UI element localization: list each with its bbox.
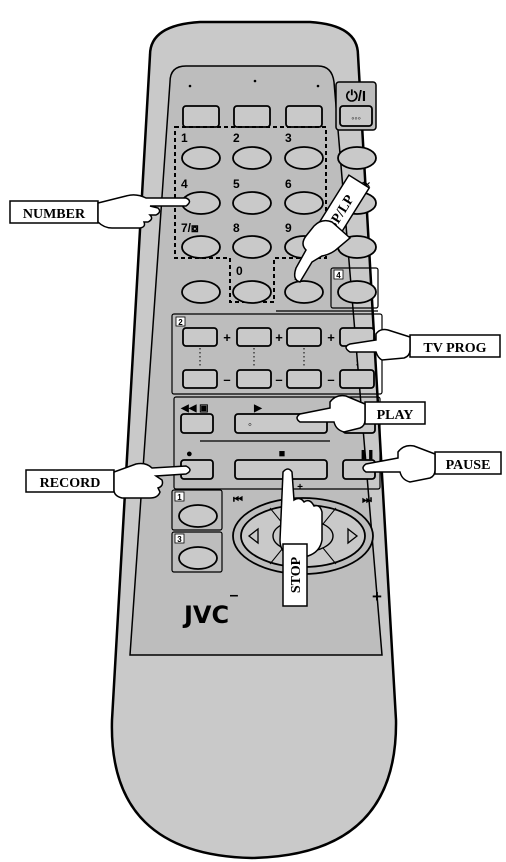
play-dot: ◦ [248,419,252,431]
plus-sign: + [223,330,231,345]
pause-symbol: ❚❚ [359,449,374,460]
digit-3-label: 3 [285,131,292,145]
power-label: ⏻/I [346,88,366,105]
indicator-dot [253,79,257,83]
pointing-hand-icon [113,462,191,499]
digit-1-label: 1 [181,131,188,145]
callout-number-label: NUMBER [23,207,86,222]
stop-button[interactable] [234,459,328,480]
section-4-marker-box [333,269,344,280]
digit-8-label: 8 [233,221,240,235]
digit-6-label: 6 [285,177,292,191]
section-4-box [330,267,379,309]
digit-2-label: 2 [233,131,240,145]
pointing-hand-icon [345,328,411,361]
section-4-button[interactable] [337,280,377,304]
plus-sign: + [327,330,335,345]
joystick-left-arrow-icon [247,527,259,545]
joystick-plus: + [297,482,303,493]
section-3-button[interactable] [178,546,218,570]
callout-stop-label: STOP [289,556,304,593]
side-button-1[interactable] [337,146,377,170]
big-plus: + [372,587,382,606]
big-minus: – [230,587,239,604]
number-area-outline [174,126,327,303]
digit-9-label: 9 [285,221,292,235]
tv-prog-plus-2[interactable] [236,327,272,347]
play-symbol: ▶ [253,403,263,414]
digit-8-button[interactable] [232,235,272,259]
section-2-marker: 2 [178,318,183,327]
callout-play-label: PLAY [377,408,414,423]
tv-prog-minus-4[interactable] [339,369,375,389]
rewind-symbol: ◀◀ ▣ [180,403,209,414]
joystick-divider [322,507,337,525]
digit-1-button[interactable] [181,146,221,170]
indicator-dot [316,84,320,88]
digit-7-button[interactable] [181,235,221,259]
digit-7-label: 7/⧇ [181,221,199,235]
section-2-marker-box [175,316,186,327]
top-button-1[interactable] [182,105,220,128]
record-symbol: ● [186,448,193,460]
digit-0-button[interactable] [232,280,272,304]
minus-sign: – [223,372,230,387]
jvc-logo: JVC [182,601,229,629]
pointing-hand-icon [293,219,352,283]
digit-6-button[interactable] [284,191,324,215]
minus-sign: – [275,372,282,387]
tv-prog-plus-3[interactable] [286,327,322,347]
section-3-box [171,531,223,573]
joystick-divider [269,547,284,565]
transport-box [173,396,381,490]
digit-5-label: 5 [233,177,240,191]
rewind-button[interactable] [180,413,214,434]
pointing-hand-icon [362,444,436,483]
tv-prog-plus-1[interactable] [182,327,218,347]
callout-record-label: RECORD [40,476,101,491]
power-button[interactable] [339,105,373,127]
skip-back-symbol: ⏮ [233,494,243,506]
joystick-right-arrow-icon [347,527,359,545]
pointing-hand-icon [296,394,366,433]
section-3-marker-box [174,533,185,544]
section-1-marker-box [174,491,185,502]
section-1-button[interactable] [178,504,218,528]
pointing-hand-icon [97,194,191,229]
top-button-2[interactable] [233,105,271,128]
digit-3-button[interactable] [284,146,324,170]
left-oval-button[interactable] [181,280,221,304]
sp-lp-button[interactable] [284,280,324,304]
callout-pause-label: PAUSE [446,458,491,473]
callout-stop-box [282,543,308,607]
section-1-marker: 1 [177,493,182,502]
small-button-label: ◦◦◦ [351,113,361,123]
tv-prog-minus-2[interactable] [236,369,272,389]
section-1-box [171,489,223,531]
callout-tv-prog-label: TV PROG [423,341,486,356]
tv-prog-minus-1[interactable] [182,369,218,389]
section-3-marker: 3 [177,535,182,544]
digit-0-label: 0 [236,264,243,278]
skip-forward-symbol: ⏭ [362,494,372,506]
joystick-divider [322,547,337,565]
top-button-3[interactable] [285,105,323,128]
digit-2-button[interactable] [232,146,272,170]
digit-4-label: 4 [181,177,188,191]
plus-sign: + [275,330,283,345]
section-4-marker: 4 [336,271,341,280]
minus-sign: – [327,372,334,387]
stop-symbol: ■ [279,448,286,460]
indicator-dot [188,84,192,88]
digit-5-button[interactable] [232,191,272,215]
tv-prog-minus-3[interactable] [286,369,322,389]
